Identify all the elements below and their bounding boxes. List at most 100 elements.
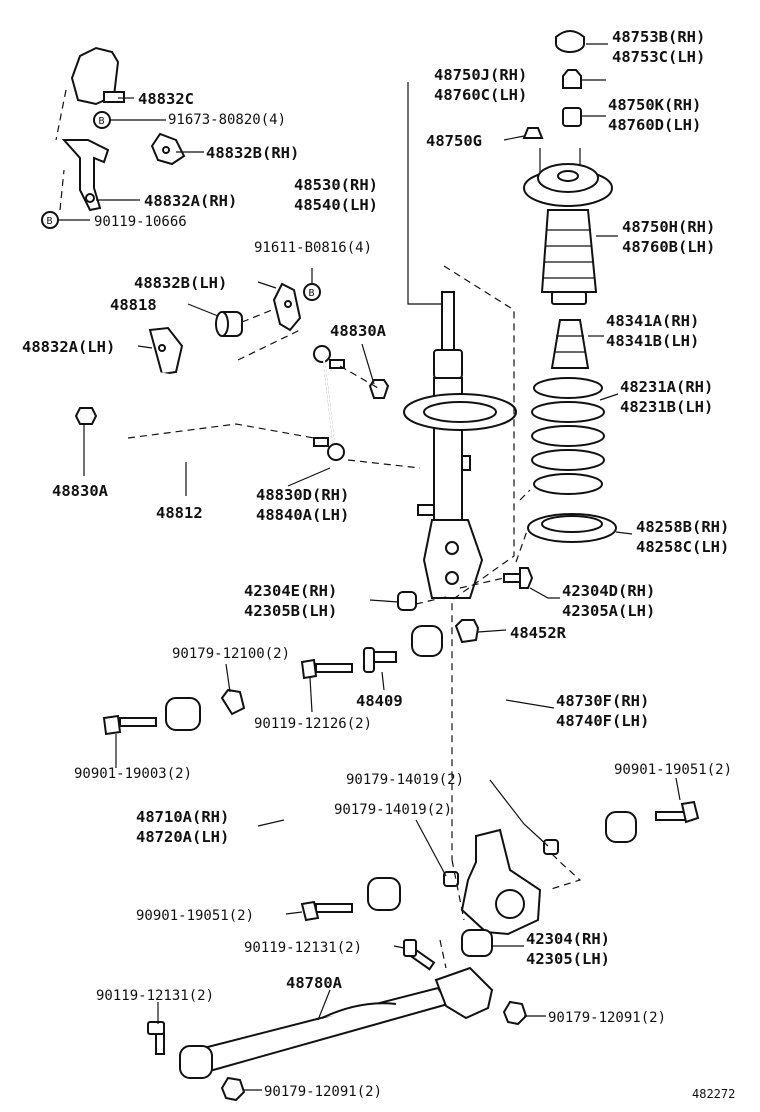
assembly-line-shock [443,265,515,860]
label-90119-12126: 90119-12126(2) [254,716,372,732]
rear-lower-arm-48710a [165,697,401,911]
label-90901-19003: 90901-19003(2) [74,766,192,782]
bolt-90901-19003 [102,714,157,736]
label-42304d: 42304D(RH) [562,582,655,600]
nut-90179-12091-right [502,1000,528,1026]
label-48540: 48540(LH) [294,196,378,214]
label-48231a: 48231A(RH) [620,378,713,396]
label-48710a: 48710A(RH) [136,808,229,826]
nut-90179-12100 [220,688,246,716]
bump-stopper [550,319,590,369]
strut-dust-cover [562,107,582,127]
stabilizer-bracket-48832c [70,46,125,106]
rear-axle-carrier [460,828,542,957]
strut-bellows-boot [540,209,598,305]
stabilizer-link [313,345,345,461]
label-48258c: 48258C(LH) [636,538,729,556]
label-90119-10666: 90119-10666 [94,214,187,230]
label-90119-12131-a: 90119-12131(2) [244,940,362,956]
label-48452r: 48452R [510,624,567,642]
label-48832a-rh: 48832A(RH) [144,192,237,210]
label-90901-19051-left: 90901-19051(2) [136,908,254,924]
spring-lower-insulator [527,513,617,543]
bolt-90119-12131-upper [403,939,436,971]
label-90179-14019-b: 90179-14019(2) [334,802,452,818]
assembly-line-trailing [439,939,447,969]
coil-spring [531,377,605,495]
assembly-line-carrier [451,859,465,921]
nut-90179-12091-bottom [220,1076,246,1102]
label-90119-12131-b: 90119-12131(2) [96,988,214,1004]
label-48818: 48818 [110,296,157,314]
label-48830d: 48830D(RH) [256,486,349,504]
label-48730f: 48730F(RH) [556,692,649,710]
bolt-90119-12131-lower [147,1021,165,1055]
label-42305: 42305(LH) [526,950,610,968]
stabilizer-bracket-48832a-lh [148,326,184,376]
assembly-line-arm-bushings [415,577,505,605]
label-48830a-lower: 48830A [52,482,109,500]
label-48720a: 48720A(LH) [136,828,229,846]
label-42304: 42304(RH) [526,930,610,948]
label-48753c: 48753C(LH) [612,48,705,66]
label-90179-12091-bottom: 90179-12091(2) [264,1084,382,1100]
stabilizer-bracket-48832b-rh [150,132,186,166]
strut-support-mount [523,148,613,207]
label-48832b-lh: 48832B(LH) [134,274,227,292]
assembly-line-arm-right [547,853,582,891]
label-48753b: 48753B(RH) [612,28,705,46]
label-48341b: 48341B(LH) [606,332,699,350]
label-90179-12100: 90179-12100(2) [172,646,290,662]
assembly-line-stabilizer-left [55,89,67,211]
bushing-42304e [397,591,417,611]
bushing-48452r [454,619,480,644]
label-48760d: 48760D(LH) [608,116,701,134]
circled-letter-b-icon: B [41,211,59,229]
strut-top-nut [562,69,582,89]
label-48830a-upper: 48830A [330,322,387,340]
svg-text:B: B [47,216,53,227]
rear-lower-arm-48730f [411,625,637,843]
diagram-code: 482272 [692,1087,735,1101]
label-48812: 48812 [156,504,203,522]
assembly-line-link [339,365,421,469]
circled-letter-b-icon: B [93,111,111,129]
label-48750j: 48750J(RH) [434,66,527,84]
assembly-line-stabilizer-bar [127,309,315,439]
bolt-90901-19051-right [655,800,700,824]
stabilizer-bracket-48832a-rh [61,139,110,212]
label-48231b: 48231B(LH) [620,398,713,416]
nut-90179-14019-left [443,871,459,887]
label-48258b: 48258B(RH) [636,518,729,536]
label-48530: 48530(RH) [294,176,378,194]
stabilizer-bushing [215,311,243,337]
label-91673-80820: 91673-80820(4) [168,112,286,128]
stabilizer-end-nut-lower [74,407,98,425]
label-48832c: 48832C [138,90,194,108]
label-48780a: 48780A [286,974,343,992]
label-48832a-lh: 48832A(LH) [22,338,115,356]
bolt-90901-19051-left [300,900,353,922]
label-90179-12091-right: 90179-12091(2) [548,1010,666,1026]
stabilizer-end-nut-upper [368,379,390,399]
label-48750h: 48750H(RH) [622,218,715,236]
bolt-42304d [503,567,534,589]
label-42304e: 42304E(RH) [244,582,337,600]
label-48740f: 48740F(LH) [556,712,649,730]
stabilizer-bracket-48832b-lh [272,282,302,332]
label-91611-b0816: 91611-B0816(4) [254,240,372,256]
label-48760b: 48760B(LH) [622,238,715,256]
label-90901-19051-right: 90901-19051(2) [614,762,732,778]
nut-90179-14019-right [543,839,559,855]
stabilizer-bar [124,366,242,463]
label-48750g: 48750G [426,132,482,150]
assembly-line-spring [515,489,531,563]
svg-text:B: B [99,116,105,127]
label-48760c: 48760C(LH) [434,86,527,104]
label-42305b: 42305B(LH) [244,602,337,620]
svg-text:B: B [309,288,315,299]
label-48832b-rh: 48832B(RH) [206,144,299,162]
circled-letter-b-icon: B [303,283,321,301]
label-90179-14019-a: 90179-14019(2) [346,772,464,788]
label-48409: 48409 [356,692,403,710]
